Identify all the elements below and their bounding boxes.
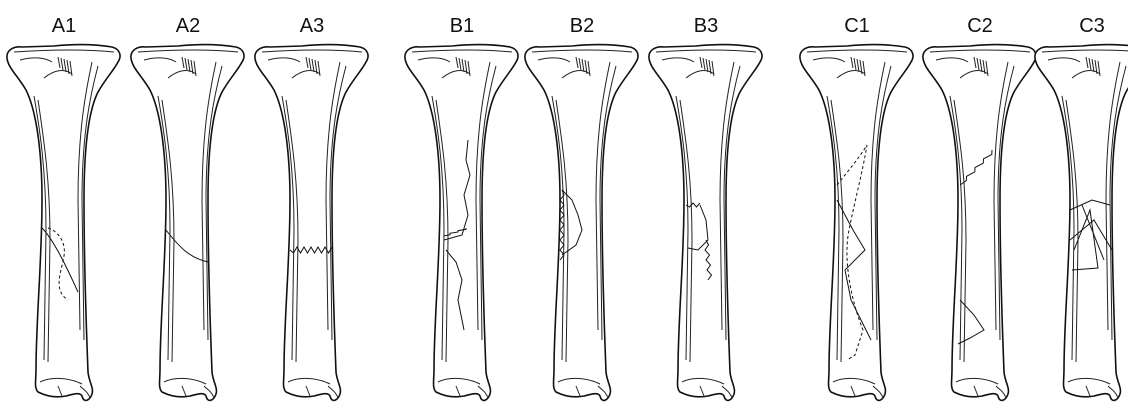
- tibia-drawing-4: [525, 45, 638, 401]
- panel-label: B3: [676, 14, 736, 38]
- panel-label: A3: [282, 14, 342, 38]
- tibia-drawing-7: [923, 45, 1036, 401]
- panel-label: C2: [950, 14, 1010, 38]
- panel-label: C3: [1062, 14, 1122, 38]
- tibia-outline: [1035, 45, 1128, 401]
- tibia-drawing-5: [649, 45, 762, 401]
- tibia-outline: [255, 45, 368, 401]
- panel-label: A1: [34, 14, 94, 38]
- tibia-outline: [405, 45, 518, 401]
- tibia-drawing-2: [255, 45, 368, 401]
- tibia-outline: [923, 45, 1036, 401]
- panel-label: B2: [552, 14, 612, 38]
- tibia-outline: [800, 45, 913, 401]
- tibia-outline: [649, 45, 762, 401]
- panel-label: C1: [827, 14, 887, 38]
- tibia-drawing-3: [405, 45, 518, 401]
- tibia-outline: [7, 45, 120, 401]
- tibia-drawing-8: [1035, 45, 1128, 401]
- tibia-drawing-6: [800, 45, 913, 401]
- tibia-drawing-0: [7, 45, 120, 401]
- panel-label: B1: [432, 14, 492, 38]
- panel-label: A2: [158, 14, 218, 38]
- tibia-outline: [131, 45, 244, 401]
- tibia-outline: [525, 45, 638, 401]
- tibia-drawing-1: [131, 45, 244, 401]
